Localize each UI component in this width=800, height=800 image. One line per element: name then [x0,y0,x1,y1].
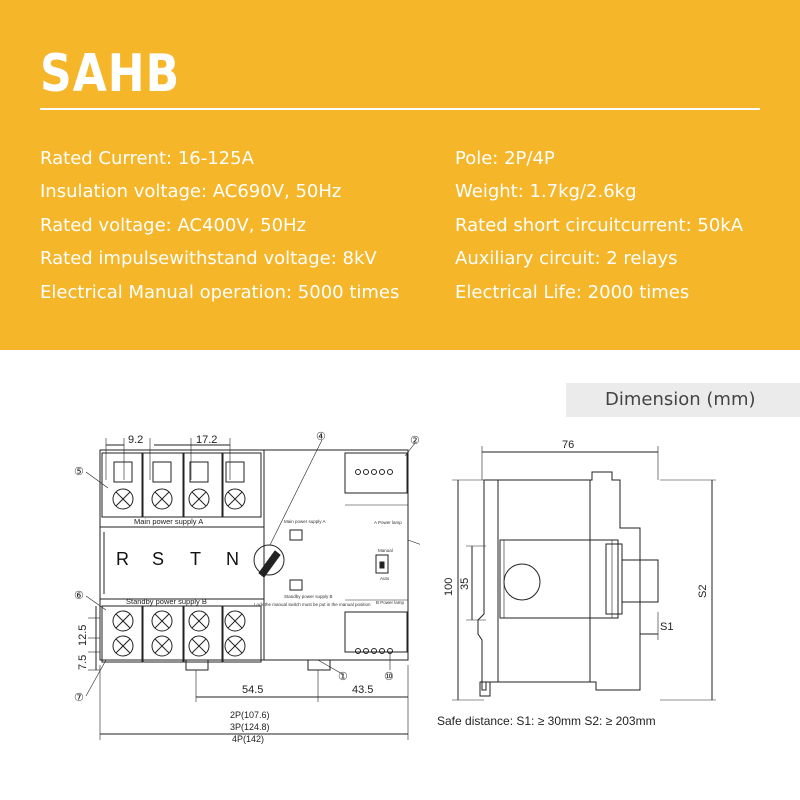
brand-divider [40,108,760,110]
callout-1: ① [338,671,348,683]
dim-100: 100 [443,578,455,596]
spec-pole: Pole: 2P/4P [455,148,555,169]
auto-label: Auto [380,576,390,581]
callout-7: ⑦ [74,692,84,704]
side-view-drawing: 76 100 35 S2 S1 Safe distance: S1: ≥ 30m… [437,439,716,728]
power-lamp-a: A Power lamp [374,520,402,525]
spec-rated-voltage: Rated voltage: AC400V, 50Hz [40,215,307,236]
dim-12-5: 12.5 [77,625,89,646]
brand-title: SAHB [40,44,181,105]
dim-4p: 4P(142) [232,734,264,744]
dim-54-5: 54.5 [242,684,263,696]
dim-s2: S2 [697,585,709,598]
callout-4: ④ [316,431,326,443]
callout-2: ② [410,435,420,447]
phase-n: N [226,549,239,569]
phase-r: R [116,549,129,569]
dim-76: 76 [562,439,574,451]
dimension-label: Dimension (mm) [566,383,800,417]
spec-manual-operation: Electrical Manual operation: 5000 times [40,282,400,303]
main-power-small-label: Main power supply A [284,519,326,524]
spec-impulse-voltage: Rated impulsewithstand voltage: 8kV [40,248,377,269]
dim-35: 35 [459,578,471,590]
spec-electrical-life: Electrical Life: 2000 times [455,282,690,303]
manual-label: Manual [378,548,393,553]
dim-43-5: 43.5 [352,684,373,696]
dim-7-5: 7.5 [77,655,89,670]
spec-banner: SAHB Rated Current: 16-125A Insulation v… [0,0,800,350]
power-lamp-b: B Power lamp [376,600,405,605]
front-view-drawing: 9.2 17.2 Main power supply A R S T N Sta… [74,431,420,744]
manual-note: Lock the manual switch must be put in th… [254,602,371,607]
spec-insulation-voltage: Insulation voltage: AC690V, 50Hz [40,181,342,202]
dim-s1: S1 [660,621,673,633]
callout-5: ⑤ [74,466,84,478]
safe-distance-note: Safe distance: S1: ≥ 30mm S2: ≥ 203mm [437,714,656,728]
phase-s: S [152,549,164,569]
spec-auxiliary: Auxiliary circuit: 2 relays [455,248,678,269]
dim-2p: 2P(107.6) [230,710,270,720]
spec-short-circuit: Rated short circuitcurrent: 50kA [455,215,744,236]
phase-t: T [190,549,201,569]
dim-17-2: 17.2 [196,434,217,446]
spec-weight: Weight: 1.7kg/2.6kg [455,181,637,202]
callout-10: ⑩ [384,671,394,683]
standby-supply-label: Standby power supply B [126,597,207,606]
spec-rated-current: Rated Current: 16-125A [40,148,254,169]
standby-power-small-label: Standby power supply B [284,594,333,599]
dim-9-2: 9.2 [128,434,143,446]
callout-6: ⑥ [74,590,84,602]
main-supply-label: Main power supply A [134,517,203,526]
dim-3p: 3P(124.8) [230,722,270,732]
